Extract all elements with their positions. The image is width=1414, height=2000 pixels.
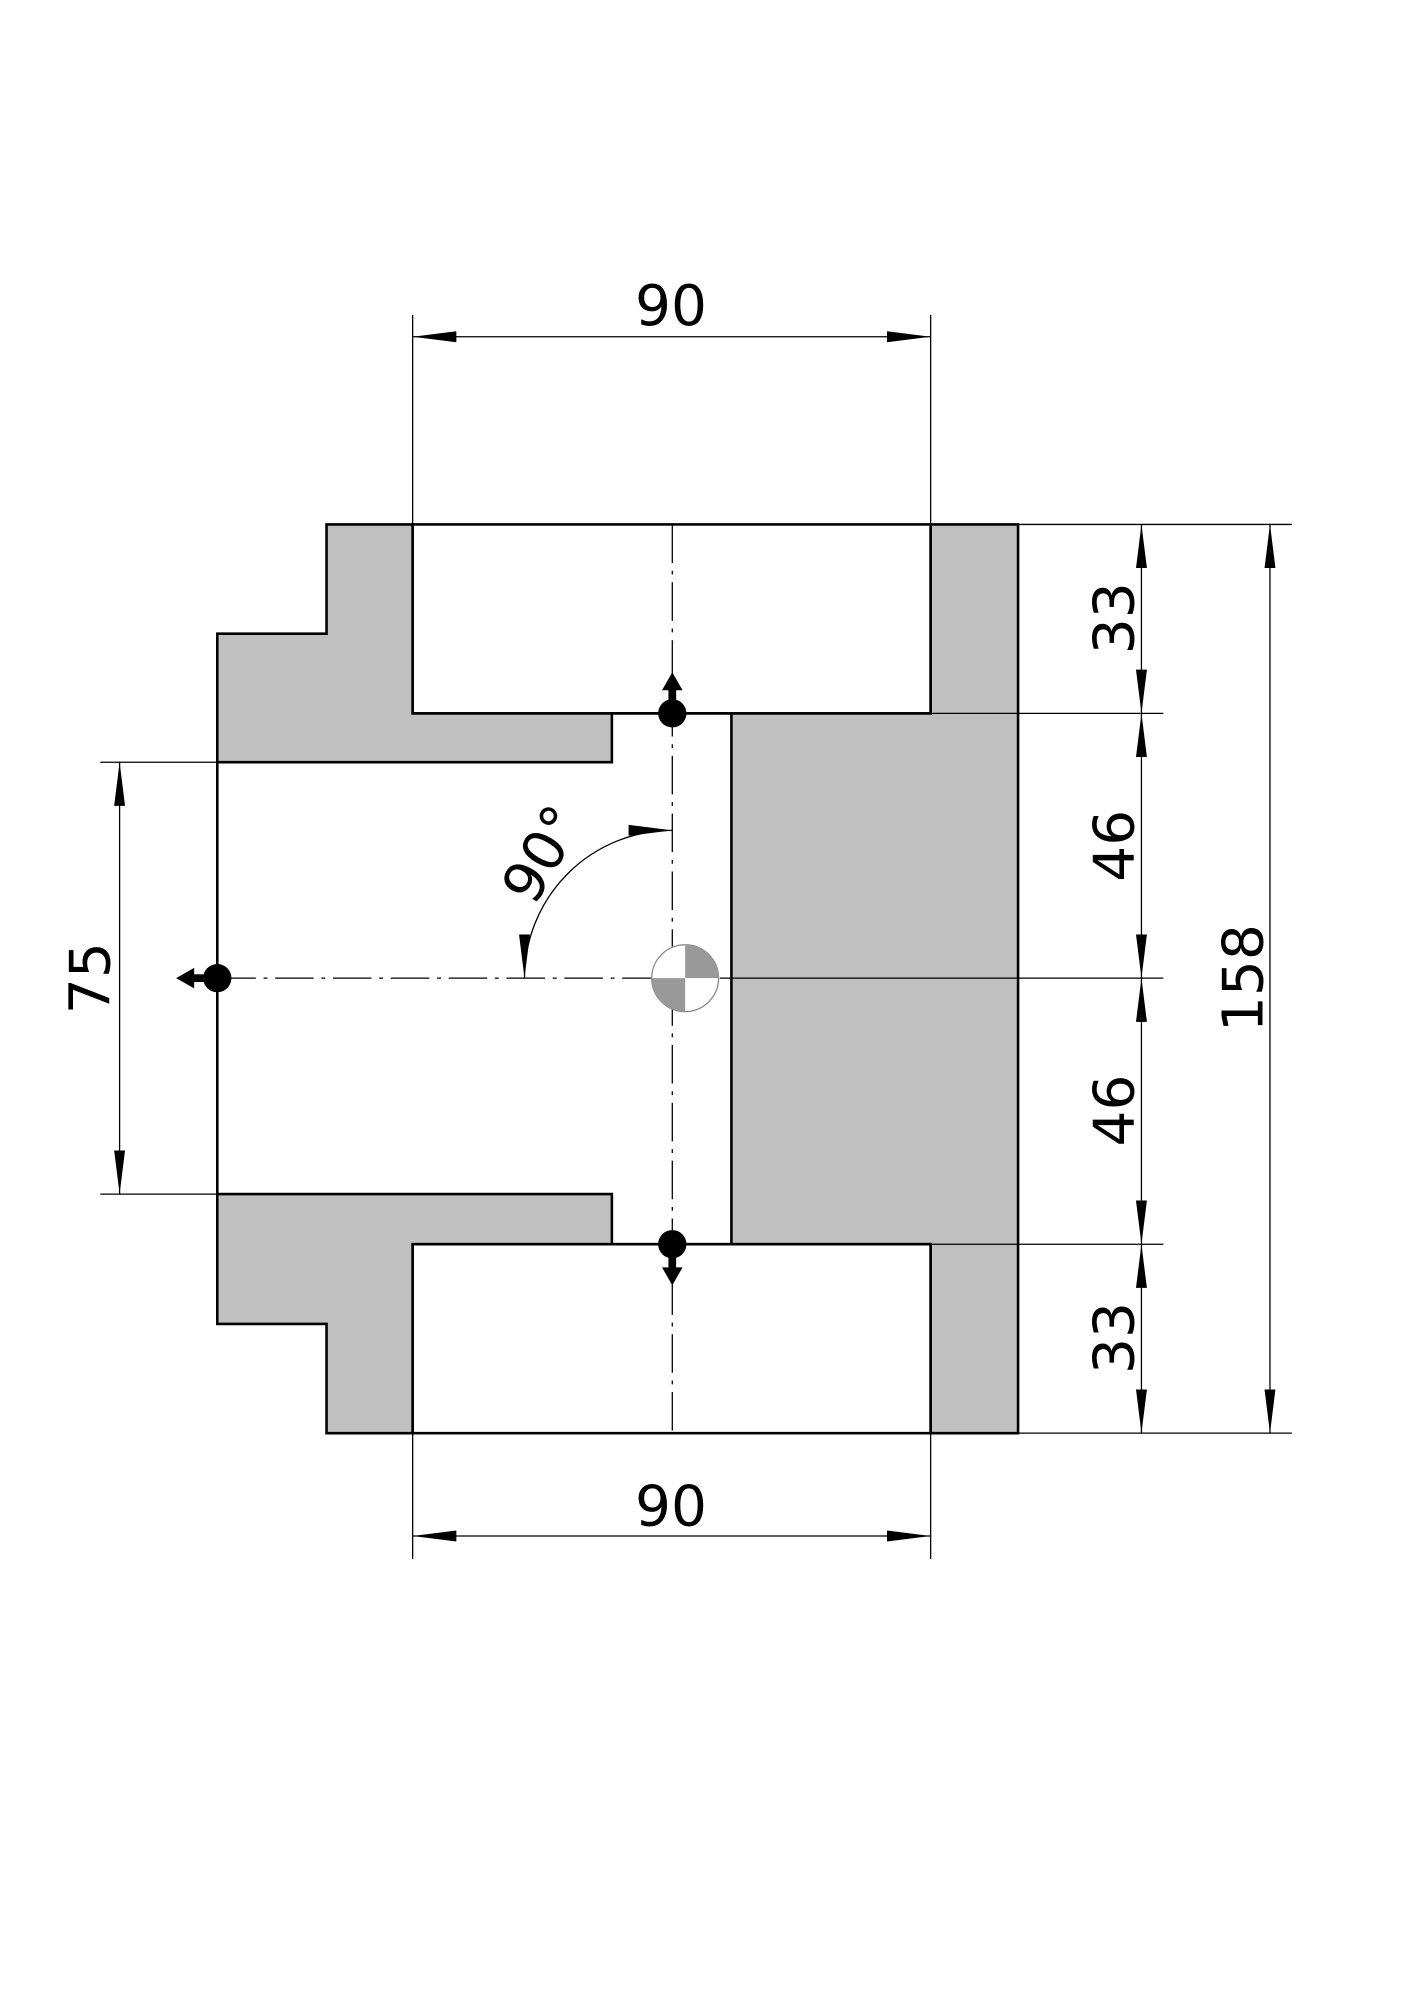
center-of-gravity-icon	[651, 944, 720, 1013]
dim-text-top-width: 90	[635, 274, 707, 339]
datum-point-up-icon	[658, 672, 687, 728]
dim-text-upper-half: 46	[1083, 810, 1148, 882]
dim-text-lower-flange: 33	[1083, 1302, 1148, 1374]
dim-text-lower-half: 46	[1083, 1075, 1148, 1147]
lower-left-section	[215, 1192, 614, 1435]
datum-point-down-icon	[658, 1230, 687, 1286]
dim-text-upper-flange: 33	[1083, 582, 1148, 654]
upper-left-section	[215, 523, 614, 764]
angle-arc	[519, 824, 673, 979]
datum-point-left-icon	[176, 964, 232, 993]
dim-text-bottom-width: 90	[635, 1475, 707, 1540]
dim-text-total-height: 158	[1211, 924, 1276, 1032]
dim-text-angle: 90°	[490, 795, 596, 914]
dim-text-left-opening: 75	[58, 942, 123, 1014]
